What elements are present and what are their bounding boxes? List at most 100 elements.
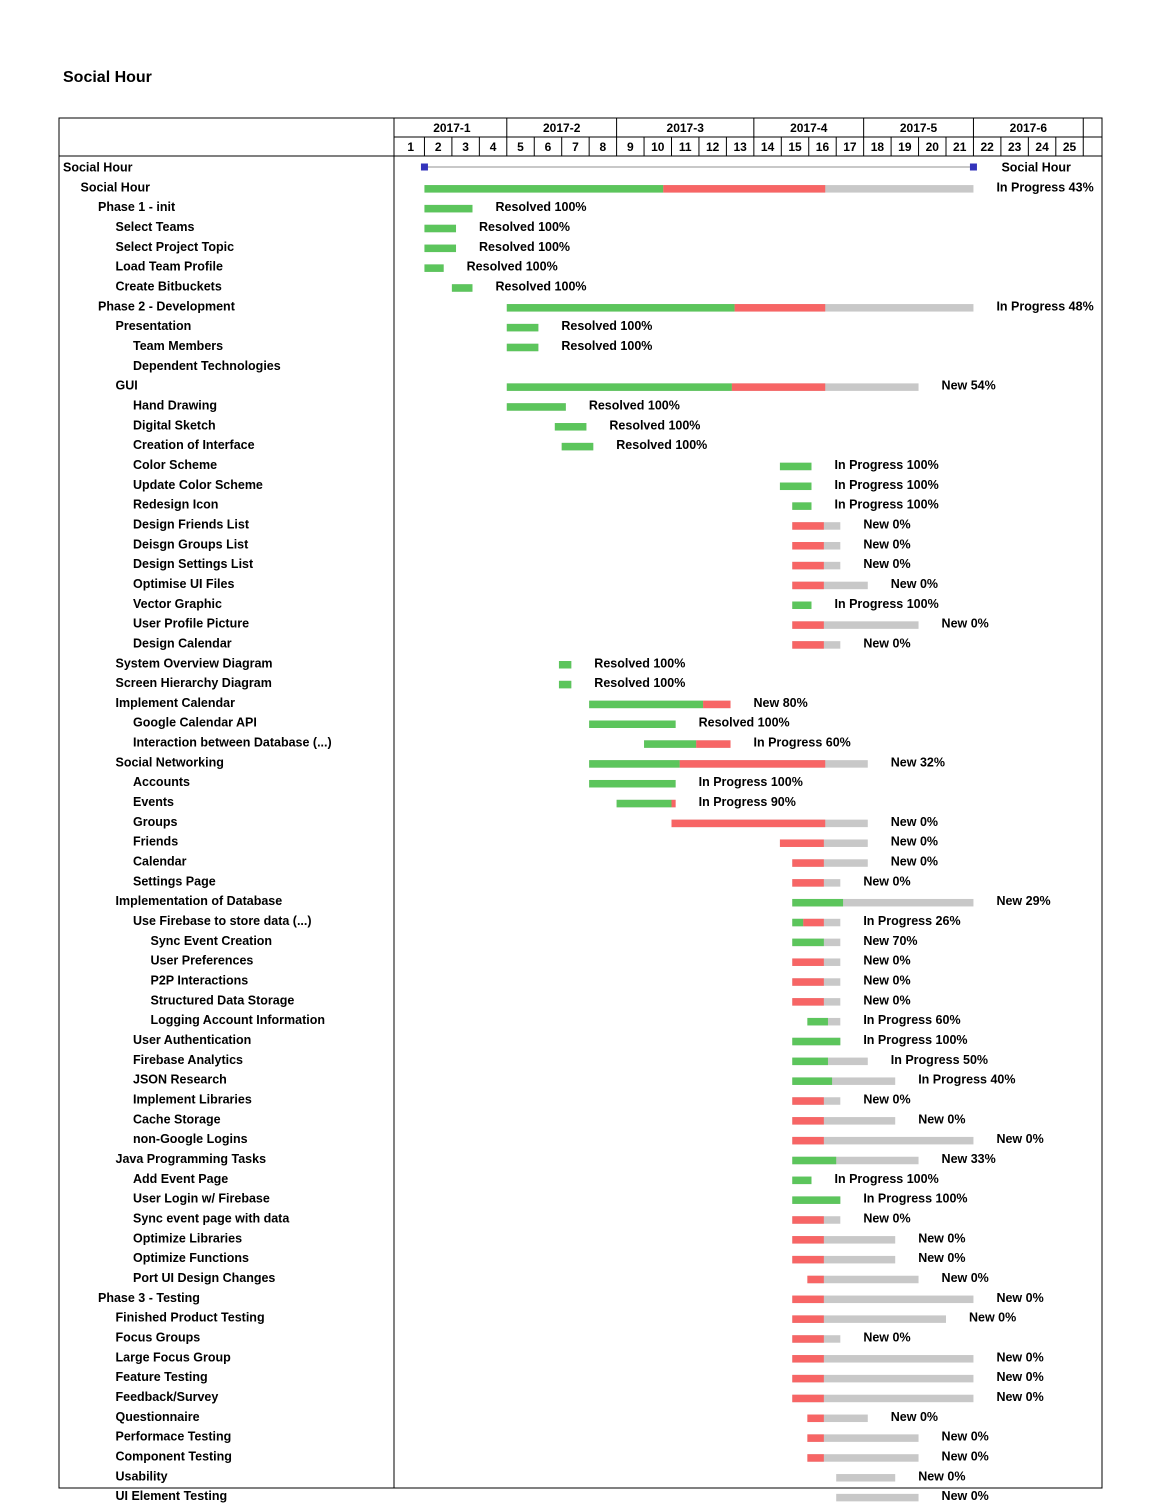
- week-label: 21: [953, 140, 967, 154]
- task-bar-behind: [792, 1315, 824, 1323]
- task-status-label: New 0%: [891, 1410, 938, 1424]
- week-label: 24: [1035, 140, 1049, 154]
- task-status-label: Resolved 100%: [609, 418, 700, 432]
- task-status-label: New 0%: [863, 954, 910, 968]
- task-bar-complete: [779, 482, 812, 491]
- task-status-label: New 0%: [863, 993, 910, 1007]
- task-bar-remaining: [792, 1156, 919, 1165]
- task-bar-complete: [424, 204, 473, 213]
- week-label: 1: [407, 140, 414, 154]
- task-bar-remaining: [792, 1374, 974, 1383]
- task-bar-complete: [554, 423, 587, 431]
- week-label: 3: [462, 140, 469, 154]
- task-status-label: New 0%: [863, 1211, 910, 1225]
- week-label: 20: [926, 140, 940, 154]
- task-status-label: In Progress 60%: [754, 736, 851, 750]
- task-bar-behind: [671, 799, 676, 808]
- task-name: Finished Product Testing: [116, 1311, 265, 1325]
- week-label: 4: [490, 140, 497, 154]
- task-bar-behind: [807, 1454, 824, 1462]
- task-status-label: In Progress 26%: [863, 914, 960, 928]
- task-name: Groups: [133, 815, 177, 829]
- task-status-label: New 0%: [942, 1489, 989, 1503]
- month-label: 2017-5: [900, 121, 938, 135]
- task-name: Design Friends List: [133, 517, 250, 531]
- task-bar-complete: [558, 661, 572, 669]
- task-bar-behind: [792, 998, 824, 1006]
- task-name: Social Networking: [116, 755, 224, 769]
- task-status-label: New 0%: [863, 517, 910, 531]
- task-name: P2P Interactions: [151, 974, 249, 988]
- month-label: 2017-2: [543, 121, 581, 135]
- task-status-label: New 0%: [891, 815, 938, 829]
- task-bar-complete: [506, 343, 539, 352]
- task-bar-behind: [792, 641, 824, 649]
- task-bar-behind: [792, 542, 824, 550]
- task-bar-remaining: [807, 1454, 919, 1462]
- task-name: Digital Sketch: [133, 418, 216, 432]
- task-name: GUI: [116, 379, 138, 393]
- task-bar-behind: [792, 1255, 824, 1264]
- task-name: User Login w/ Firebase: [133, 1192, 270, 1206]
- task-status-label: In Progress 40%: [918, 1073, 1015, 1087]
- task-name: Phase 1 - init: [98, 200, 176, 214]
- project-end-marker: [969, 163, 977, 171]
- task-bar-remaining: [792, 1295, 974, 1304]
- task-name: Update Color Scheme: [133, 478, 263, 492]
- task-bar-complete: [589, 720, 676, 728]
- task-name: Implement Calendar: [116, 696, 236, 710]
- task-status-label: New 0%: [891, 835, 938, 849]
- task-bar-behind: [696, 740, 731, 748]
- task-status-label: New 33%: [942, 1152, 996, 1166]
- task-name: Large Focus Group: [116, 1350, 232, 1364]
- task-name: Sync event page with data: [133, 1211, 290, 1225]
- task-bar-complete: [792, 601, 812, 610]
- task-name: Load Team Profile: [116, 260, 223, 274]
- task-status-label: New 0%: [891, 855, 938, 869]
- task-bar-complete: [589, 700, 704, 709]
- task-bar-behind: [779, 839, 824, 847]
- task-bar-remaining: [792, 1057, 868, 1066]
- task-name: Implementation of Database: [116, 894, 283, 908]
- task-name: Interaction between Database (...): [133, 736, 332, 750]
- task-status-label: Resolved 100%: [495, 200, 586, 214]
- task-status-label: In Progress 48%: [996, 299, 1093, 313]
- task-name: Design Settings List: [133, 557, 254, 571]
- task-name: Accounts: [133, 775, 190, 789]
- task-bar-behind: [792, 581, 824, 590]
- week-label: 11: [679, 140, 692, 154]
- task-bar-remaining: [792, 621, 919, 629]
- task-status-label: In Progress 100%: [863, 1192, 967, 1206]
- task-bar-remaining: [792, 859, 868, 867]
- week-label: 9: [627, 140, 634, 154]
- task-name: Sync Event Creation: [151, 934, 273, 948]
- task-status-label: New 0%: [996, 1370, 1043, 1384]
- task-bar-complete: [792, 1176, 812, 1185]
- task-name: Friends: [133, 835, 178, 849]
- task-name: User Profile Picture: [133, 617, 249, 631]
- task-bar-complete: [792, 1077, 833, 1085]
- task-bar-behind: [731, 383, 826, 391]
- task-status-label: New 70%: [863, 934, 917, 948]
- task-status-label: New 0%: [863, 1093, 910, 1107]
- task-status-label: New 0%: [863, 537, 910, 551]
- task-bar-behind: [703, 700, 731, 709]
- task-status-label: Resolved 100%: [467, 260, 558, 274]
- task-bar-complete: [792, 1156, 837, 1165]
- week-label: 5: [517, 140, 524, 154]
- task-bar-remaining: [792, 1136, 974, 1145]
- task-name: Questionnaire: [116, 1410, 200, 1424]
- task-status-label: New 0%: [942, 1449, 989, 1463]
- month-label: 2017-4: [790, 121, 828, 135]
- task-name: Events: [133, 795, 174, 809]
- week-label: 6: [545, 140, 552, 154]
- task-bar-complete: [558, 680, 572, 689]
- task-bar-behind: [792, 1117, 824, 1125]
- task-bar-behind: [671, 819, 826, 828]
- task-bar-remaining: [836, 1493, 919, 1502]
- task-name: Feedback/Survey: [116, 1390, 219, 1404]
- task-name: Social Hour: [81, 180, 151, 194]
- task-status-label: New 0%: [996, 1350, 1043, 1364]
- task-status-label: Resolved 100%: [479, 240, 570, 254]
